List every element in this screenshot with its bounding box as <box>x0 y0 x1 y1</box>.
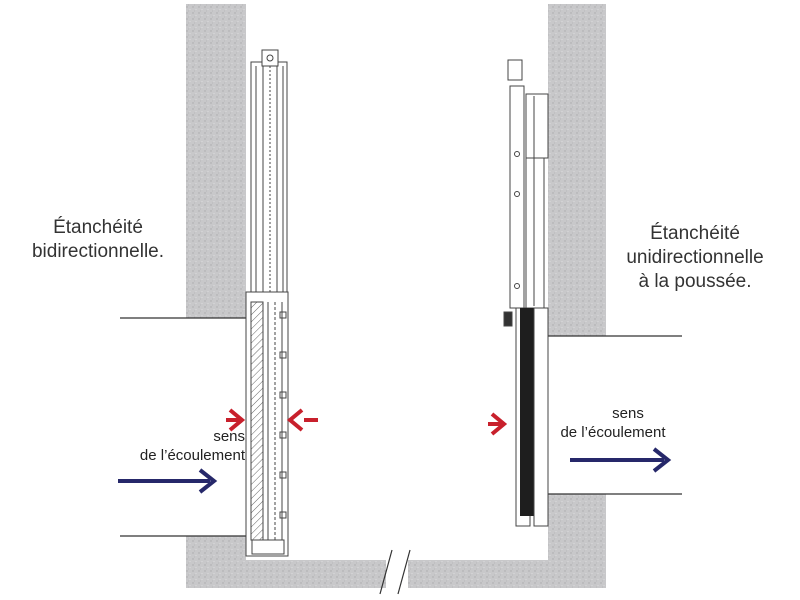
left-gate <box>245 49 289 557</box>
seal-arrow-right <box>488 412 508 436</box>
right-seal-label-line3: à la poussée. <box>638 271 752 292</box>
channel-lines <box>120 317 682 537</box>
right-seal-label-line1: Étanchéité <box>650 223 740 244</box>
right-flow-label-line1: sens <box>612 405 644 422</box>
seal-arrow-left-2 <box>286 408 318 432</box>
right-seal-label-line2: unidirectionnelle <box>626 247 764 268</box>
right-flow-label-line2: de l’écoulement <box>560 424 666 441</box>
left-flow-label-line2: de l’écoulement <box>139 447 245 464</box>
left-seal-label-line2: bidirectionnelle. <box>31 241 165 262</box>
left-seal-label-line1: Étanchéité <box>53 217 143 238</box>
right-flow-label: sens de l’écoulement <box>538 404 688 442</box>
right-gate <box>503 59 549 527</box>
left-flow-label-line1: sens <box>213 428 245 445</box>
concrete-channel <box>186 4 606 595</box>
flow-arrow-left <box>118 468 218 494</box>
flow-arrow-right <box>570 447 672 473</box>
left-flow-label: sens de l’écoulement <box>95 427 245 465</box>
right-seal-label: Étanchéité unidirectionnelle à la poussé… <box>606 222 784 294</box>
left-seal-label: Étanchéité bidirectionnelle. <box>8 216 188 264</box>
seal-arrow-left-1 <box>226 408 246 432</box>
